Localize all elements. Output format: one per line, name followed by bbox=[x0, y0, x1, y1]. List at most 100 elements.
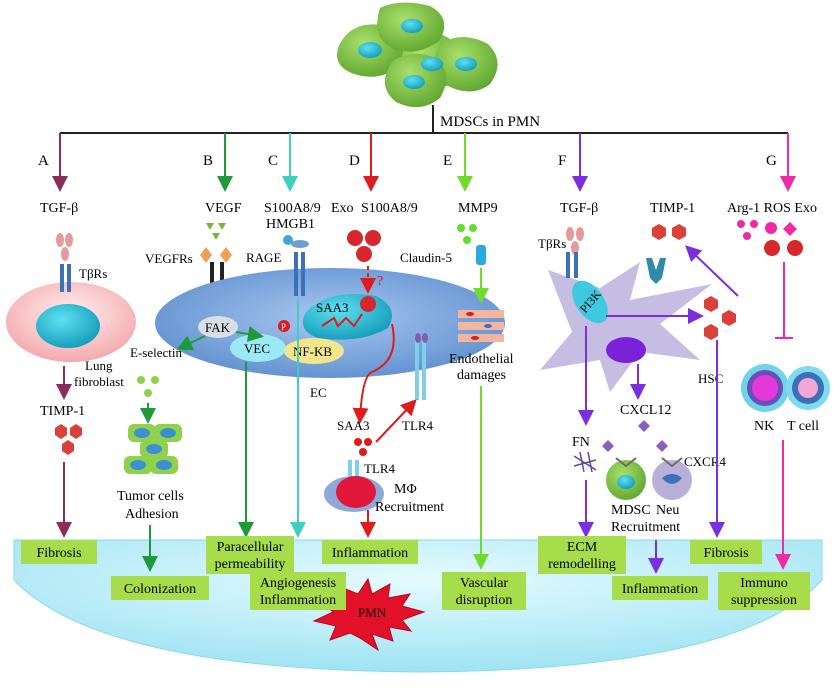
tgf-molecule bbox=[576, 227, 584, 241]
nk-cell bbox=[741, 364, 789, 412]
branch-f: TGF-β TIMP-1 TβRs PI3K HSC FN CXCL12 bbox=[538, 201, 739, 574]
f-cxcr4-label: CXCR4 bbox=[684, 454, 726, 469]
phospho-dot bbox=[278, 320, 290, 332]
fak-to-vec-arrow bbox=[235, 326, 264, 342]
e-factor-label: MMP9 bbox=[458, 201, 498, 216]
branch-e-letter: E bbox=[443, 153, 452, 169]
c-factor-line-1: S100A8/9 bbox=[264, 201, 321, 216]
exo-vesicle bbox=[347, 230, 363, 246]
hmgb1-molecule bbox=[291, 240, 309, 248]
timp-hexagon bbox=[722, 310, 736, 326]
vegf-molecule bbox=[206, 223, 214, 230]
pmn-label: PMN bbox=[358, 605, 387, 620]
rage-receptor bbox=[301, 252, 305, 296]
exo-vesicle bbox=[764, 240, 780, 256]
exo-vesicle bbox=[356, 246, 372, 262]
cxcl12-diamond bbox=[656, 440, 668, 452]
a-cell-label-1: Lung bbox=[85, 358, 113, 373]
b-factor-label: VEGF bbox=[205, 201, 242, 216]
d-tlr4-label: TLR4 bbox=[402, 418, 434, 433]
timp-hexagon bbox=[704, 324, 718, 340]
s100-molecule bbox=[283, 235, 293, 245]
tumor-signal-dot bbox=[137, 376, 145, 384]
hex-to-timp-arrow bbox=[685, 245, 739, 297]
rage-receptor bbox=[294, 252, 298, 296]
b-kinase-label: FAK bbox=[205, 320, 231, 335]
tlr4-receptor bbox=[415, 333, 428, 400]
d-saa3-label: SAA3 bbox=[316, 300, 349, 315]
outcome-vascular-1: Vascular bbox=[460, 576, 509, 591]
outcome-immuno-1: Immuno bbox=[740, 576, 787, 591]
branch-e: MMP9 Claudin-5 Endothelial damages bbox=[400, 201, 514, 570]
outcome-box-fibrosis-f bbox=[690, 540, 762, 564]
outcome-colonization: Colonization bbox=[124, 582, 196, 597]
ec-label: EC bbox=[310, 385, 327, 400]
branch-c-letter: C bbox=[268, 153, 278, 169]
e-claudin-label: Claudin-5 bbox=[400, 250, 452, 265]
fak-node bbox=[198, 316, 238, 338]
d-saa3-transcript bbox=[321, 313, 363, 328]
branch-b-letter: B bbox=[203, 153, 213, 169]
saa3-dot bbox=[359, 448, 367, 456]
saa3-to-tlr4-arrow bbox=[375, 399, 417, 443]
c-nfkb-label: NF-KB bbox=[293, 344, 332, 359]
d-loop-arrow bbox=[352, 323, 395, 424]
outcome-box-ecm bbox=[538, 536, 626, 574]
cxcl12-diamond bbox=[602, 440, 614, 452]
tumor-signal-dot bbox=[151, 376, 159, 384]
b-tumor-label-2: Adhesion bbox=[125, 507, 179, 522]
tbr-receptor bbox=[574, 252, 578, 278]
d-tlr4-mac-label: TLR4 bbox=[364, 461, 396, 476]
outcome-box-inflammation-d bbox=[322, 540, 418, 564]
outcome-boxes: Fibrosis Colonization Paracellular perme… bbox=[21, 536, 810, 610]
d-saa3-secreted-label: SAA3 bbox=[337, 418, 370, 433]
b-eselectin-label: E-selectin bbox=[130, 345, 182, 360]
branch-c: S100A8/9 HMGB1 RAGE P NF-KB bbox=[246, 201, 344, 538]
outcome-box-paracellular bbox=[206, 536, 294, 574]
g-factor-label: Arg-1 ROS Exo bbox=[727, 201, 817, 216]
e-damage-label-2: damages bbox=[457, 368, 506, 383]
outcome-fibrosis-a: Fibrosis bbox=[36, 546, 81, 561]
tumor-signal-dot bbox=[144, 389, 152, 397]
a-factor-label: TGF-β bbox=[40, 201, 78, 216]
ros-diamond bbox=[783, 222, 797, 236]
timp-hexagon bbox=[652, 224, 666, 240]
timp-hexagon bbox=[55, 424, 67, 439]
f-recruit-label-3: Recruitment bbox=[611, 520, 680, 535]
mdsc-cluster bbox=[337, 2, 498, 108]
vegf-molecule bbox=[218, 223, 226, 230]
a-receptor-label: TβRs bbox=[79, 266, 107, 281]
outcome-ecm-1: ECM bbox=[567, 540, 598, 555]
branch-d: Exo S100A8/9 ? SAA3 TLR4 SAA3 TLR4 bbox=[302, 201, 444, 538]
f-hsc-label: HSC bbox=[698, 371, 723, 386]
branch-arrows bbox=[52, 133, 796, 192]
f-timp-label: TIMP-1 bbox=[650, 201, 695, 216]
t-cell bbox=[786, 366, 830, 410]
tgf-molecule bbox=[571, 241, 579, 255]
branch-b-inner: FAK VEC E-selectin Tumor cells Adhesion bbox=[117, 316, 286, 572]
timp-receptor bbox=[646, 258, 666, 284]
outcome-angiogenesis-2: Inflammation bbox=[260, 593, 336, 608]
timp-hexagon bbox=[672, 224, 686, 240]
outcome-paracellular-1: Paracellular bbox=[217, 540, 284, 555]
outcome-box-angiogenesis bbox=[250, 572, 346, 610]
macrophage-cell bbox=[324, 460, 384, 512]
f-fn-label: FN bbox=[572, 435, 590, 450]
outcome-box-inflammation-f bbox=[612, 576, 708, 600]
d-mac-label-1: MΦ bbox=[394, 482, 417, 497]
fibroblast-nucleus bbox=[36, 304, 100, 348]
fak-to-eselectin-arrow bbox=[176, 335, 206, 351]
f-factor-label: TGF-β bbox=[560, 201, 598, 216]
hsc-cell bbox=[540, 262, 712, 392]
b-vec-label: VEC bbox=[244, 341, 270, 356]
tgf-molecule bbox=[61, 247, 69, 261]
b-receptor-label: VEGFRs bbox=[145, 251, 193, 266]
f-receptor-label: TβRs bbox=[538, 236, 566, 251]
branch-d-letter: D bbox=[349, 153, 360, 169]
timp-hexagon bbox=[704, 296, 718, 312]
arg1-dot bbox=[737, 220, 745, 228]
ros-dot bbox=[765, 222, 777, 234]
tbr-receptor bbox=[67, 264, 71, 292]
